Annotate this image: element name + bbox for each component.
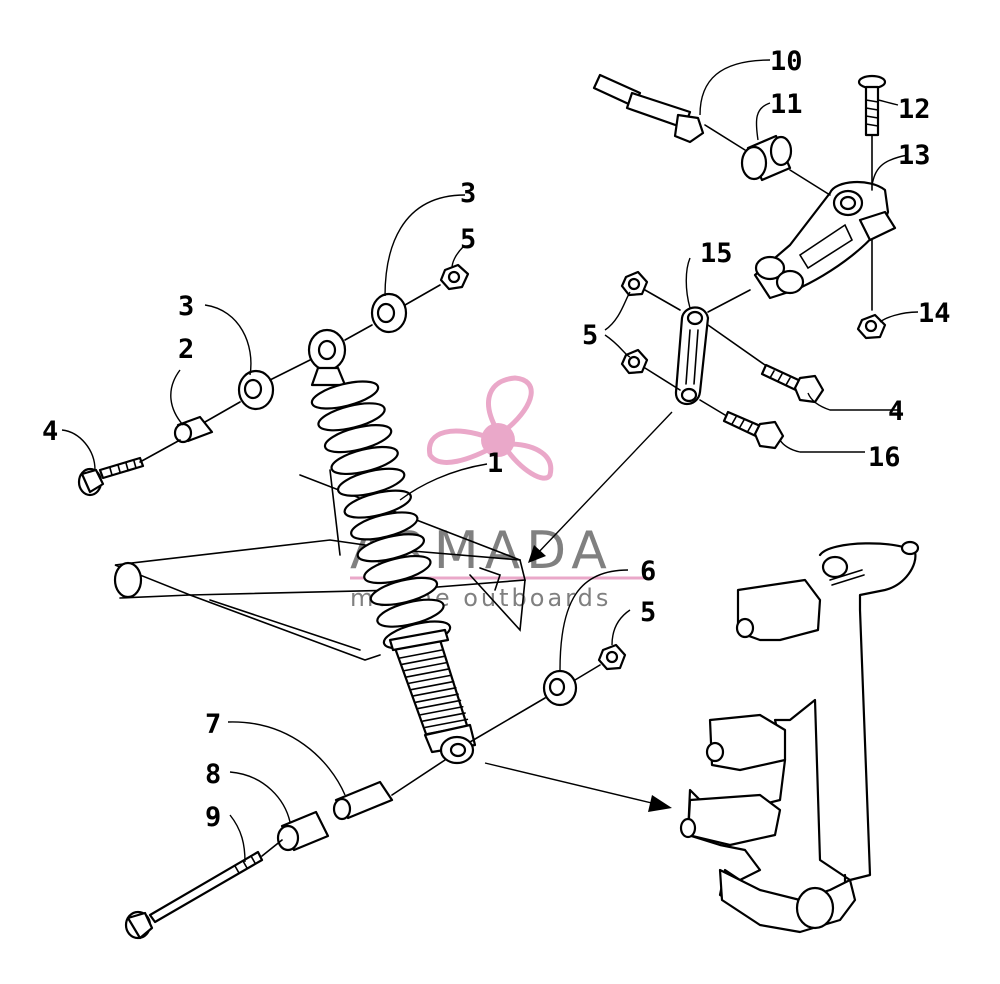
body-thread bbox=[419, 705, 464, 716]
body-thread bbox=[401, 655, 446, 666]
body-thread bbox=[406, 668, 450, 678]
callout-5-top: 5 bbox=[460, 224, 476, 255]
body-thread bbox=[403, 661, 448, 672]
callout-6: 6 bbox=[640, 556, 656, 587]
bolt-4-left bbox=[77, 456, 145, 497]
leader-lines bbox=[61, 59, 919, 863]
callout-16: 16 bbox=[868, 442, 901, 473]
body-thread bbox=[415, 693, 459, 703]
bolt-16 bbox=[722, 410, 785, 450]
spindle bbox=[679, 540, 920, 934]
shock-spring bbox=[310, 380, 452, 650]
bushing-2 bbox=[173, 415, 214, 444]
bushing-8 bbox=[276, 810, 330, 852]
callout-13: 13 bbox=[898, 140, 931, 171]
callout-5-lower: 5 bbox=[640, 597, 656, 628]
nut-14 bbox=[856, 313, 887, 340]
body-thread bbox=[413, 687, 457, 697]
callout-9: 9 bbox=[205, 802, 221, 833]
callout-labels: 1 2 3 3 4 4 5 5 5 6 7 8 9 10 11 12 13 14… bbox=[42, 46, 951, 833]
nut-5-right-upper bbox=[620, 270, 649, 297]
callout-4-right: 4 bbox=[888, 396, 904, 427]
washer-3-right bbox=[370, 292, 408, 334]
callout-15: 15 bbox=[700, 238, 733, 269]
body-thread bbox=[408, 674, 453, 685]
callout-3-top: 3 bbox=[460, 178, 476, 209]
bolt-4-right bbox=[760, 363, 825, 404]
propeller-hub-icon bbox=[481, 423, 515, 457]
callout-1: 1 bbox=[487, 448, 503, 479]
cable-10 bbox=[592, 73, 705, 144]
arrow-shock-to-spindle bbox=[484, 762, 672, 812]
callout-3-left: 3 bbox=[178, 291, 194, 322]
callout-10: 10 bbox=[770, 46, 803, 77]
callout-14: 14 bbox=[918, 298, 951, 329]
body-thread bbox=[422, 712, 466, 722]
callout-5-right: 5 bbox=[582, 320, 598, 351]
callout-7: 7 bbox=[205, 709, 221, 740]
bolt-9 bbox=[124, 850, 264, 940]
callout-2: 2 bbox=[178, 334, 194, 365]
nut-5-top bbox=[439, 263, 470, 291]
callout-12: 12 bbox=[898, 94, 931, 125]
a-arm-frame bbox=[113, 469, 527, 661]
bushing-11 bbox=[740, 134, 793, 182]
body-thread bbox=[399, 649, 443, 659]
bushing-7 bbox=[332, 780, 394, 821]
callout-11: 11 bbox=[770, 89, 803, 120]
washer-6 bbox=[542, 669, 578, 707]
callout-8: 8 bbox=[205, 759, 221, 790]
link-15 bbox=[674, 306, 710, 406]
bolt-12 bbox=[857, 74, 887, 137]
body-thread bbox=[417, 699, 462, 710]
arrow-link-to-arm bbox=[528, 411, 673, 563]
body-thread bbox=[424, 718, 469, 729]
shock-absorber bbox=[307, 328, 477, 765]
body-thread bbox=[410, 680, 455, 691]
propeller-icon bbox=[427, 375, 554, 481]
bellcrank-13 bbox=[753, 180, 897, 300]
nut-5-lower bbox=[597, 643, 627, 671]
callout-4-left: 4 bbox=[42, 416, 58, 447]
washer-3-left bbox=[237, 369, 275, 411]
